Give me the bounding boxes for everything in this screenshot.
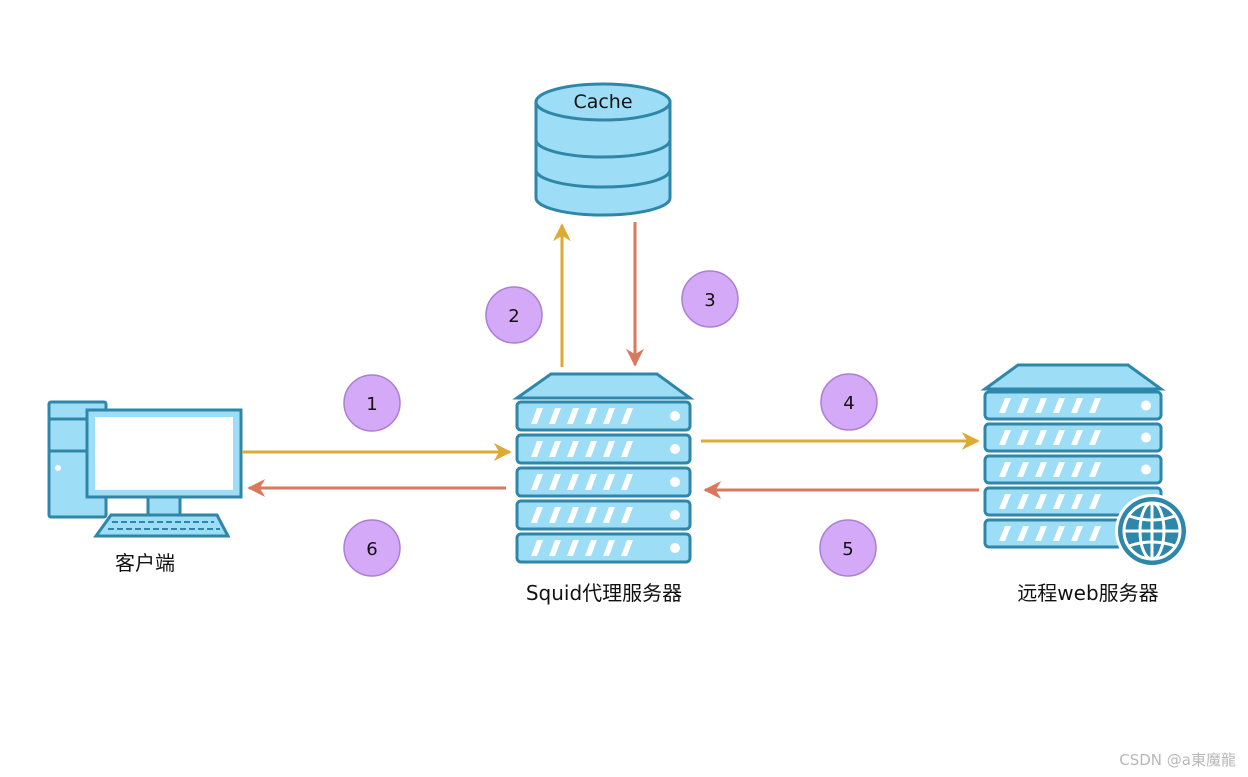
step-badge-4: 4 bbox=[820, 373, 878, 431]
client-computer-icon bbox=[47, 400, 243, 538]
server-rack-unit bbox=[983, 454, 1163, 485]
step-badge-1: 1 bbox=[343, 374, 401, 432]
cache-database-icon bbox=[534, 82, 672, 217]
server-rack-unit bbox=[515, 400, 692, 432]
step-number: 3 bbox=[704, 290, 715, 311]
server-rack-unit bbox=[983, 422, 1163, 453]
step-number: 6 bbox=[366, 539, 377, 560]
server-rack-unit bbox=[983, 390, 1163, 421]
remote-label: 远程web服务器 bbox=[1017, 581, 1158, 605]
server-rack-unit bbox=[515, 499, 692, 531]
step-number: 4 bbox=[843, 393, 854, 414]
client-label: 客户端 bbox=[115, 551, 175, 575]
cache-label: Cache bbox=[573, 91, 632, 113]
step-number: 5 bbox=[842, 539, 853, 560]
server-rack-unit bbox=[515, 466, 692, 498]
server-rack-unit bbox=[515, 433, 692, 465]
step-badge-3: 3 bbox=[681, 270, 739, 328]
globe-icon bbox=[1115, 494, 1189, 568]
server-rack-unit bbox=[515, 532, 692, 564]
watermark: CSDN @a東魔龍 bbox=[1119, 751, 1236, 769]
step-badge-2: 2 bbox=[485, 286, 543, 344]
step-number: 1 bbox=[366, 394, 377, 415]
step-badge-5: 5 bbox=[819, 519, 877, 577]
step-number: 2 bbox=[508, 306, 519, 327]
proxy-server-icon bbox=[512, 372, 695, 564]
proxy-label: Squid代理服务器 bbox=[526, 581, 682, 605]
step-badge-6: 6 bbox=[343, 519, 401, 577]
